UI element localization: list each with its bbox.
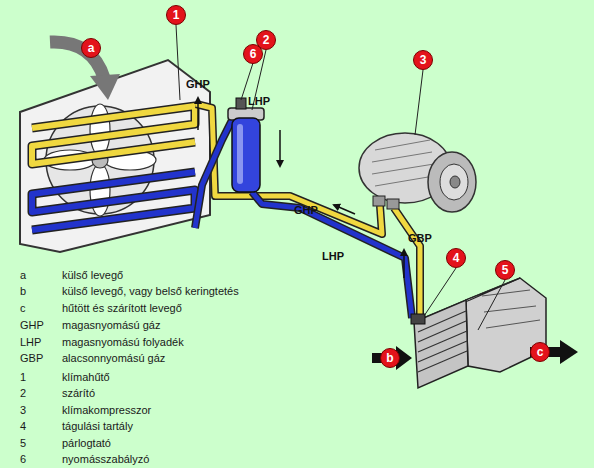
legend-key: b: [20, 285, 26, 297]
callout-circle: b: [380, 348, 400, 368]
pipe-outline: [196, 104, 382, 234]
legend-key: 4: [20, 420, 26, 432]
callout-number: c: [537, 346, 544, 358]
compressor-pulley: [428, 152, 476, 212]
callout-circle: 4: [446, 248, 466, 268]
compressor-port: [387, 199, 399, 209]
legend-text: tágulási tartály: [62, 420, 133, 432]
tube-outline: [32, 172, 195, 230]
flow-arrow: [197, 98, 199, 130]
legend-text: nyomásszabályzó: [62, 453, 149, 465]
legend-text: klímahűtő: [62, 371, 110, 383]
air-arrow: [372, 346, 412, 370]
callout-circle: 5: [495, 260, 515, 280]
legend-text: magasnyomású gáz: [62, 319, 160, 331]
housing-ribs: [482, 290, 540, 328]
flow-label: GHP: [186, 78, 210, 90]
flow-arrow: [403, 250, 405, 278]
evaporator-core: [414, 300, 468, 388]
callout-number: 1: [173, 9, 180, 21]
air-arrow-head: [90, 74, 120, 100]
expansion-valve: [411, 314, 425, 324]
compressor-fins: [372, 140, 434, 186]
flow-arrow: [334, 205, 355, 214]
legend-key: c: [20, 302, 26, 314]
legend-key: 2: [20, 387, 26, 399]
high-pressure-liquid-pipe: [252, 192, 412, 318]
liquid-tube: [32, 172, 195, 230]
legend-text: külső levegő: [62, 269, 123, 281]
legend-key: GHP: [20, 319, 44, 331]
callout-circle: 3: [413, 50, 433, 70]
legend-text: alacsonnyomású gáz: [62, 352, 165, 364]
flow-arrow: [279, 130, 281, 166]
legend-text: külső levegő, vagy belső keringtetés: [62, 285, 239, 297]
flow-label: LHP: [322, 250, 344, 262]
callout-circle: a: [81, 38, 101, 58]
legend-key: 5: [20, 437, 26, 449]
callout-number: 6: [250, 48, 257, 60]
callout-number: 2: [263, 34, 270, 46]
callout-number: a: [88, 42, 95, 54]
pipe-outline: [195, 112, 236, 228]
legend-key: 3: [20, 404, 26, 416]
high-pressure-liquid-pipe: [195, 112, 236, 228]
legend-key: 6: [20, 453, 26, 465]
dryer-highlight: [237, 124, 243, 184]
callout-number: 3: [420, 54, 427, 66]
dryer-body: [232, 118, 260, 192]
legend-text: párlogtató: [62, 437, 111, 449]
callout-circle: 1: [166, 5, 186, 25]
legend-text: hűtött és szárított levegő: [62, 302, 182, 314]
compressor-port: [373, 196, 385, 206]
legend-key: LHP: [20, 336, 41, 348]
callout-number: 5: [502, 264, 509, 276]
gas-tube: [32, 106, 195, 164]
air-arrow: [530, 340, 578, 364]
legend-text: szárító: [62, 387, 95, 399]
condenser-frame: [20, 60, 210, 252]
flow-label: GBP: [408, 232, 432, 244]
legend-text: magasnyomású folyadék: [62, 336, 184, 348]
fan-blade: [90, 104, 110, 156]
callout-circle: 6: [243, 44, 263, 64]
pipe-outline: [252, 192, 412, 318]
flow-label: GHP: [294, 204, 318, 216]
high-pressure-gas-pipe: [196, 104, 382, 234]
callout-number: b: [386, 352, 393, 364]
pulley-ring: [440, 164, 468, 200]
legend-key: 1: [20, 371, 26, 383]
legend-text: klímakompresszor: [62, 404, 151, 416]
flow-label: LHP: [248, 95, 270, 107]
leader-lines: [176, 25, 505, 330]
pulley-hub: [450, 176, 460, 188]
tube-outline: [32, 106, 195, 164]
callout-number: 4: [453, 252, 460, 264]
legend-key: GBP: [20, 352, 43, 364]
callout-circle: c: [530, 342, 550, 362]
legend-key: a: [20, 269, 26, 281]
